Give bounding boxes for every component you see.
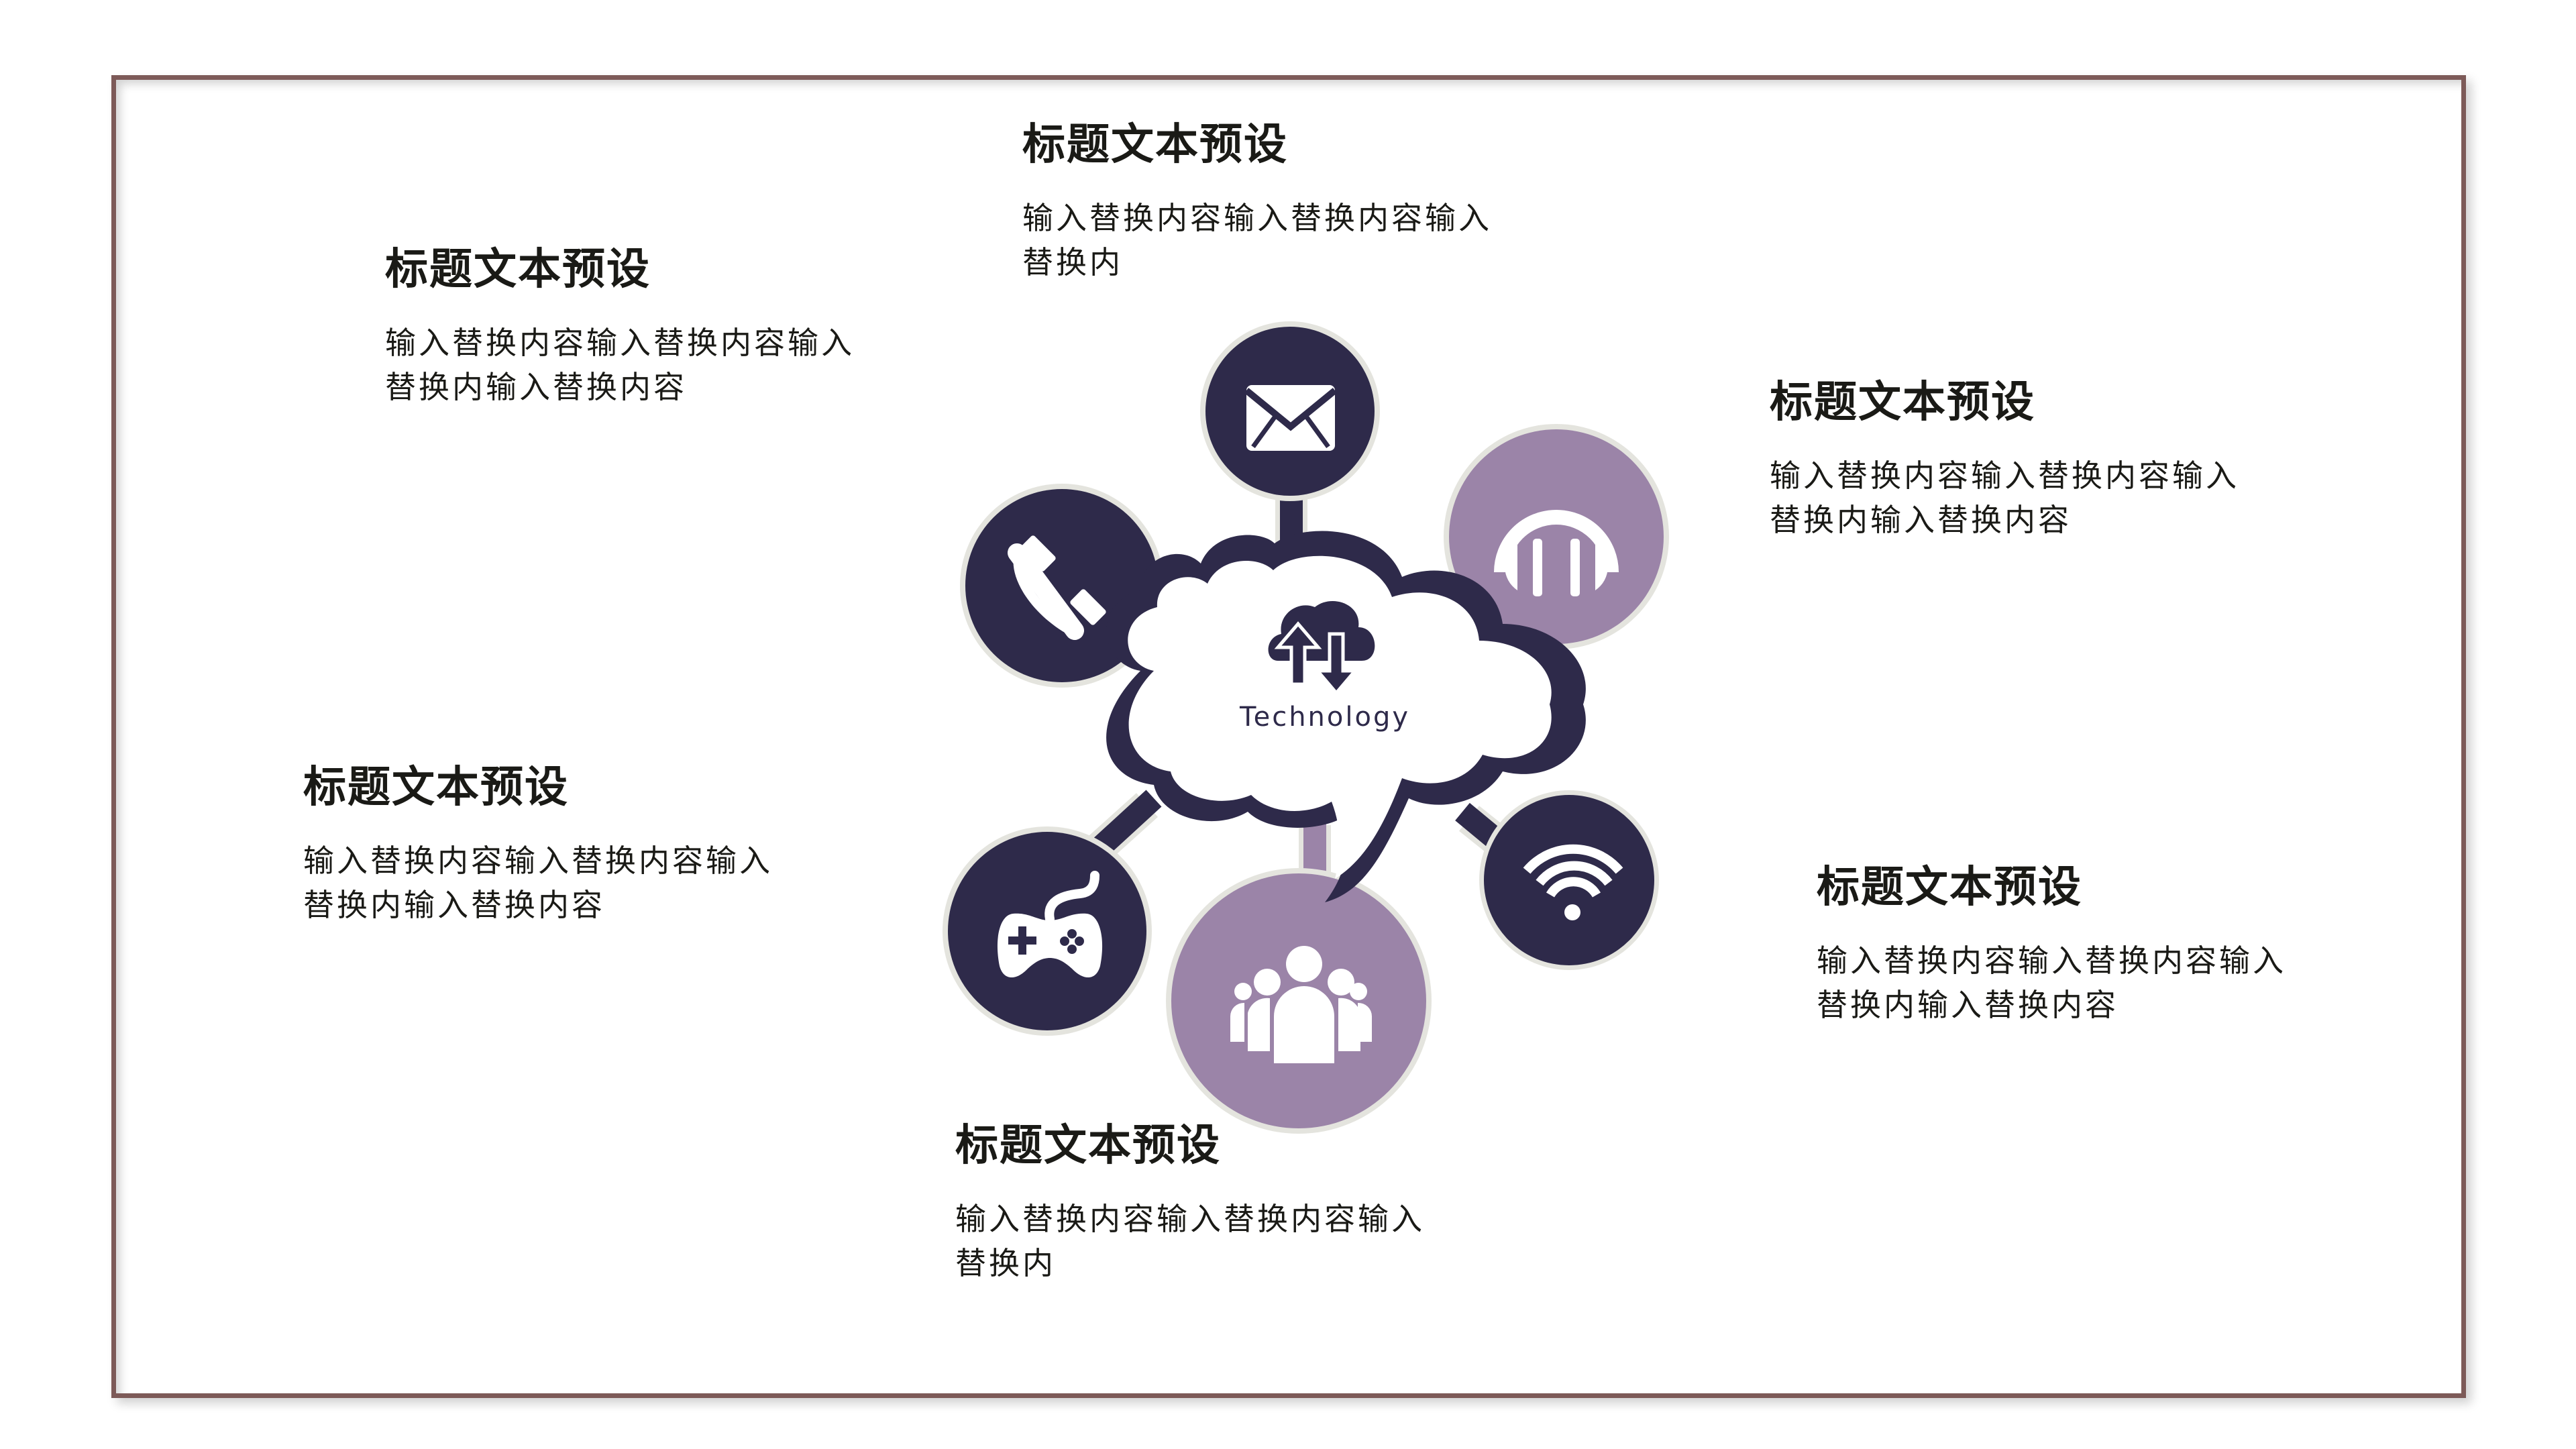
block-body: 输入替换内容输入替换内容输入替换内输入替换内容 (1817, 943, 2286, 1023)
gamepad-icon (997, 871, 1103, 978)
block-body: 输入替换内容输入替换内容输入替换内 (955, 1201, 1425, 1281)
center-cloud (1106, 531, 1586, 902)
text-block-top-center: 标题文本预设 输入替换内容输入替换内容输入替换内 (1022, 121, 1519, 284)
text-block-left-middle: 标题文本预设 输入替换内容输入替换内容输入替换内输入替换内容 (303, 763, 800, 927)
block-body: 输入替换内容输入替换内容输入替换内输入替换内容 (303, 843, 773, 923)
team-icon (1230, 946, 1373, 1063)
headphones-icon (1494, 510, 1619, 596)
node-gamepad (943, 826, 1152, 1036)
text-block-right-lower: 标题文本预设 输入替换内容输入替换内容输入替换内输入替换内容 (1817, 863, 2313, 1027)
block-title: 标题文本预设 (1770, 378, 2035, 427)
node-wifi (1479, 790, 1659, 970)
block-body: 输入替换内容输入替换内容输入替换内 (1022, 200, 1492, 280)
block-title: 标题文本预设 (1817, 863, 2082, 912)
block-title: 标题文本预设 (955, 1121, 1221, 1171)
block-title: 标题文本预设 (385, 245, 651, 294)
center-label: Technology (1239, 702, 1411, 733)
cloud-sync-icon (1268, 601, 1375, 696)
node-mail (1200, 321, 1380, 501)
text-block-right-upper: 标题文本预设 输入替换内容输入替换内容输入替换内输入替换内容 (1770, 378, 2266, 542)
wifi-icon (1523, 844, 1623, 920)
block-title: 标题文本预设 (1022, 120, 1288, 170)
text-block-top-left: 标题文本预设 输入替换内容输入替换内容输入替换内输入替换内容 (385, 246, 881, 409)
block-title: 标题文本预设 (303, 763, 569, 812)
phone-icon (1008, 535, 1106, 640)
text-block-bottom-center: 标题文本预设 输入替换内容输入替换内容输入替换内 (955, 1122, 1452, 1285)
mail-icon (1244, 385, 1338, 451)
node-headphones (1444, 424, 1669, 649)
block-body: 输入替换内容输入替换内容输入替换内输入替换内容 (1770, 458, 2239, 538)
block-body: 输入替换内容输入替换内容输入替换内输入替换内容 (385, 325, 855, 405)
node-team (1166, 868, 1432, 1134)
